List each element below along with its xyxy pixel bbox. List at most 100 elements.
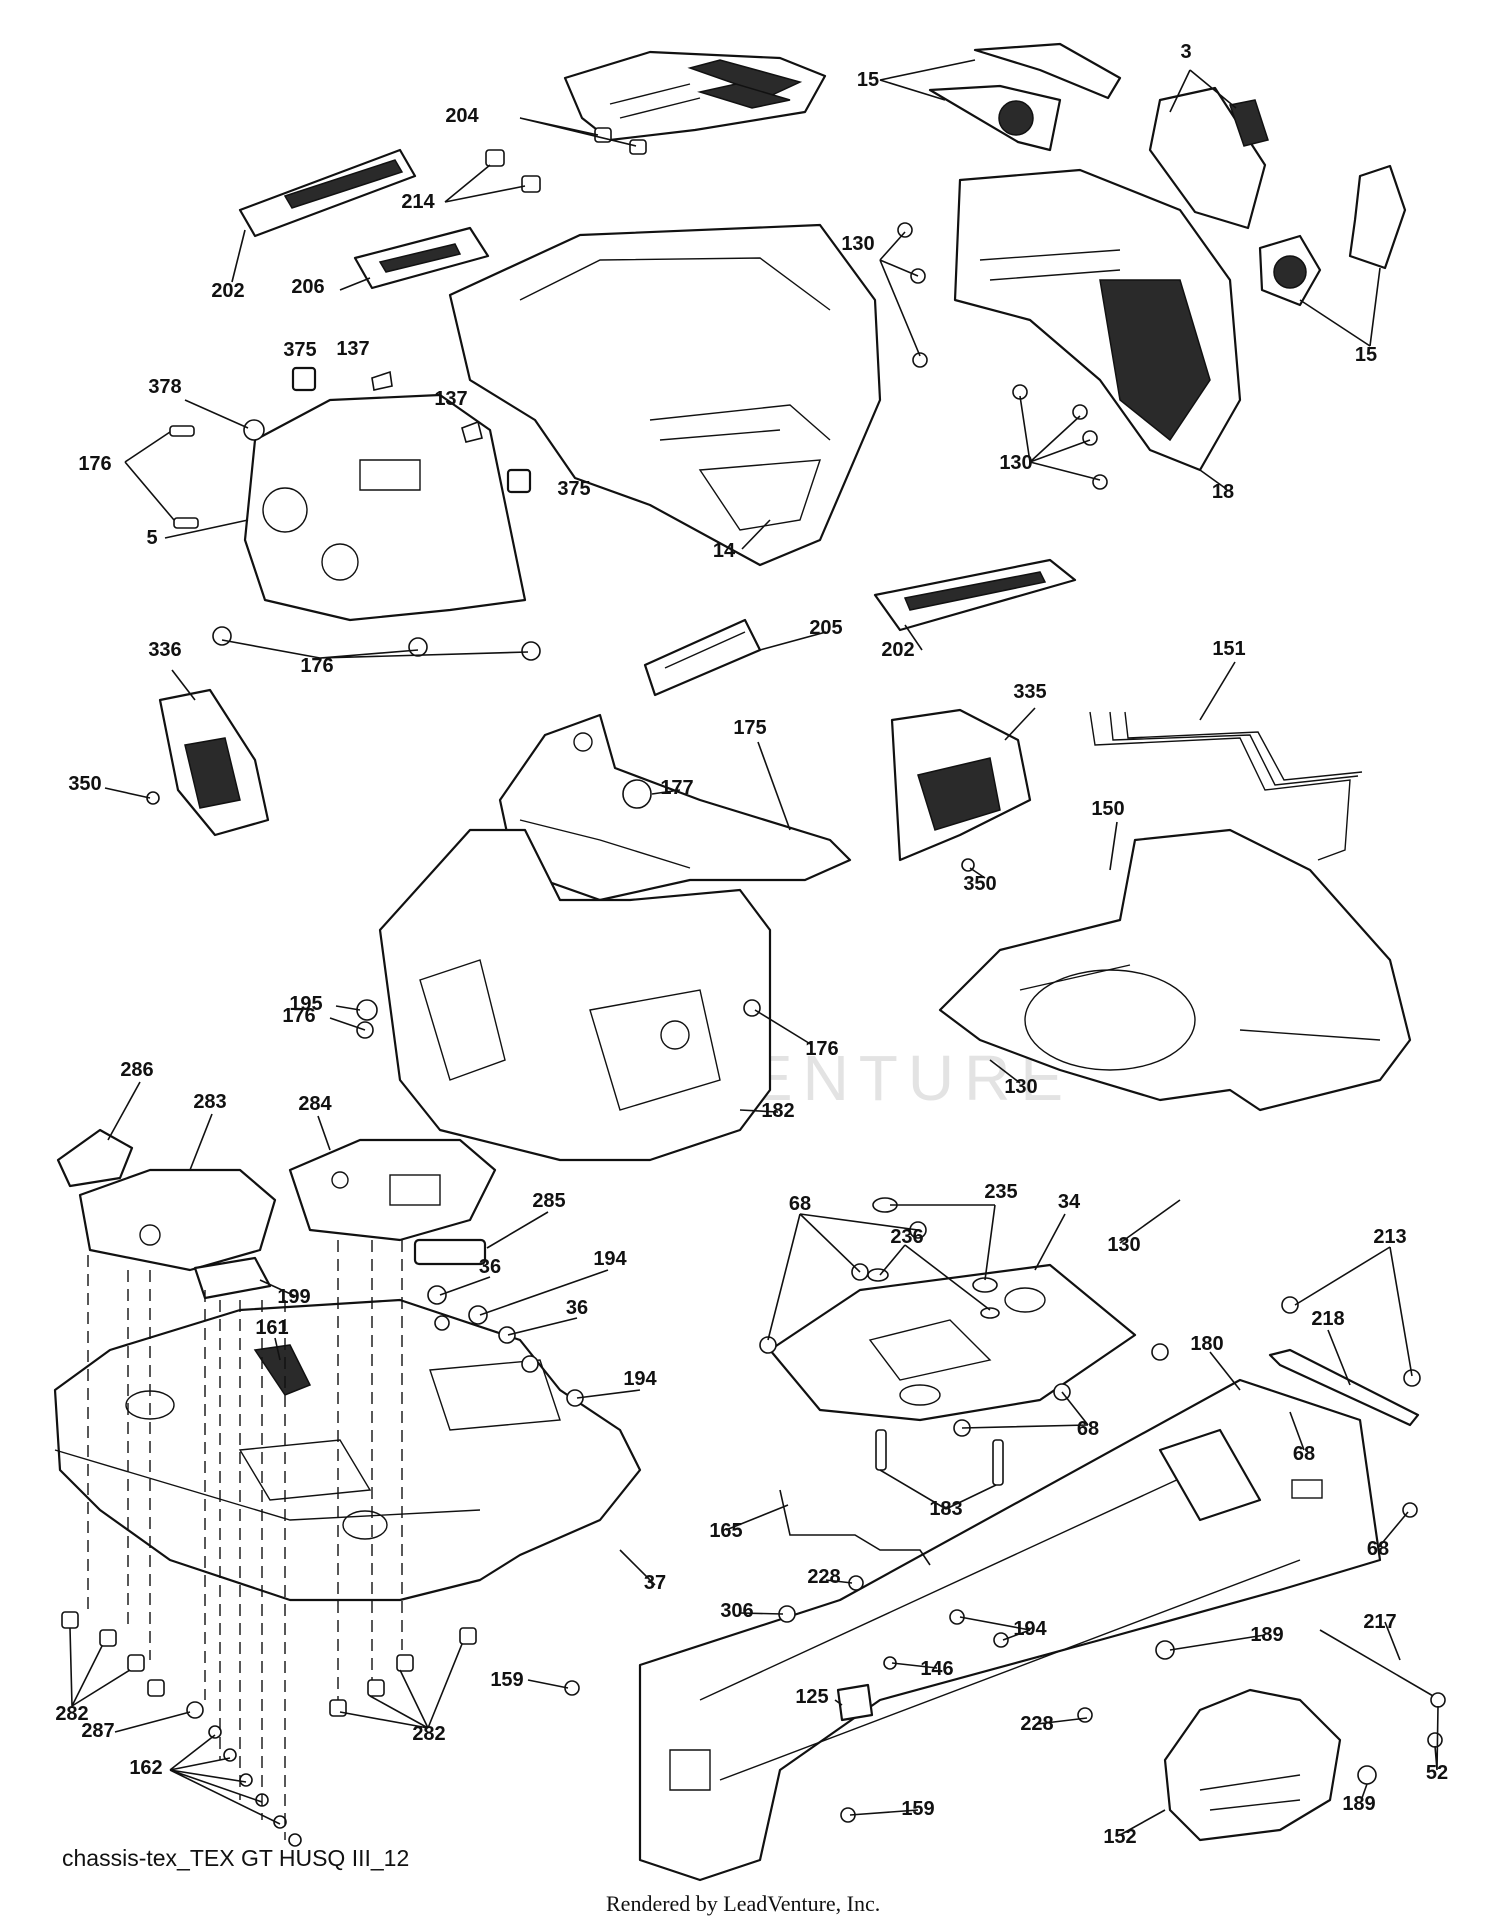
side-panel-335 bbox=[890, 708, 1032, 862]
fender-cap-283 bbox=[78, 1168, 277, 1272]
callout-52: 52 bbox=[1426, 1762, 1448, 1784]
leader-lines bbox=[69, 59, 1439, 1836]
callout-180: 180 bbox=[1190, 1333, 1223, 1355]
rod-165 bbox=[779, 1489, 931, 1566]
battery-tray-152 bbox=[1155, 1629, 1446, 1842]
fender-37 bbox=[53, 1298, 642, 1602]
callout-5: 5 bbox=[146, 527, 157, 549]
callout-15: 15 bbox=[1355, 344, 1377, 366]
callout-202: 202 bbox=[881, 639, 914, 661]
bracket-plate-175 bbox=[498, 713, 852, 902]
floor-pan-150 bbox=[938, 828, 1412, 1112]
callout-162: 162 bbox=[129, 1757, 162, 1779]
render-credit: Rendered by LeadVenture, Inc. bbox=[606, 1891, 880, 1916]
callout-202: 202 bbox=[211, 280, 244, 302]
plate-199 bbox=[193, 1256, 272, 1300]
insert-285 bbox=[413, 1238, 487, 1266]
callout-189: 189 bbox=[1342, 1793, 1375, 1815]
callout-199: 199 bbox=[277, 1286, 310, 1308]
callout-176: 176 bbox=[300, 655, 333, 677]
callout-3: 3 bbox=[1180, 41, 1191, 63]
bolts-183 bbox=[875, 1429, 1004, 1486]
side-panel-336 bbox=[158, 688, 270, 837]
callout-175: 175 bbox=[733, 717, 766, 739]
callout-204: 204 bbox=[445, 105, 479, 127]
callout-176: 176 bbox=[805, 1038, 838, 1060]
callout-183: 183 bbox=[929, 1498, 962, 1520]
clip-214 bbox=[485, 149, 541, 193]
main-frame-180 bbox=[638, 1378, 1382, 1882]
callout-282: 282 bbox=[412, 1723, 445, 1745]
headlight-lens-pair bbox=[928, 42, 1122, 152]
callout-235: 235 bbox=[984, 1181, 1017, 1203]
callout-36: 36 bbox=[566, 1297, 588, 1319]
callout-68: 68 bbox=[1367, 1538, 1389, 1560]
callout-177: 177 bbox=[660, 777, 693, 799]
side-vent-left bbox=[238, 148, 417, 238]
callout-130: 130 bbox=[1004, 1076, 1037, 1098]
callout-176: 176 bbox=[78, 453, 111, 475]
studs-36-194 bbox=[427, 1285, 584, 1407]
callout-34: 34 bbox=[1058, 1191, 1081, 1213]
callout-130: 130 bbox=[1107, 1234, 1140, 1256]
bracket-151 bbox=[1089, 711, 1363, 861]
callout-336: 336 bbox=[148, 639, 181, 661]
pad-375 bbox=[291, 366, 532, 494]
callout-194: 194 bbox=[1013, 1618, 1047, 1640]
fender-cap-284 bbox=[288, 1138, 497, 1242]
callout-130: 130 bbox=[999, 452, 1032, 474]
callout-228: 228 bbox=[807, 1566, 840, 1588]
callout-287: 287 bbox=[81, 1720, 114, 1742]
alignment-lines-left bbox=[87, 1240, 403, 1840]
grommet-378 bbox=[243, 419, 265, 441]
callout-194: 194 bbox=[593, 1248, 627, 1270]
latch-161 bbox=[253, 1344, 312, 1396]
grommets-235-236 bbox=[867, 1197, 1000, 1319]
callout-189: 189 bbox=[1250, 1624, 1283, 1646]
callout-375: 375 bbox=[283, 339, 316, 361]
screws-162-287 bbox=[186, 1701, 302, 1847]
hood-insert-206 bbox=[353, 226, 490, 290]
callout-182: 182 bbox=[761, 1100, 794, 1122]
grille-right-small bbox=[1148, 86, 1269, 230]
clip-137 bbox=[371, 370, 483, 443]
callout-176: 176 bbox=[282, 1005, 315, 1027]
callout-130: 130 bbox=[841, 233, 874, 255]
callout-213: 213 bbox=[1373, 1226, 1406, 1248]
callout-205: 205 bbox=[809, 617, 842, 639]
hood-main-14 bbox=[448, 223, 882, 567]
callout-194: 194 bbox=[623, 1368, 657, 1390]
callout-195: 195 bbox=[289, 993, 322, 1015]
callout-125: 125 bbox=[795, 1686, 828, 1708]
callout-68: 68 bbox=[1293, 1443, 1315, 1465]
knob-177 bbox=[622, 779, 652, 809]
callout-150: 150 bbox=[1091, 798, 1124, 820]
callout-228: 228 bbox=[1020, 1713, 1053, 1735]
callout-152: 152 bbox=[1103, 1826, 1136, 1848]
callout-283: 283 bbox=[193, 1091, 226, 1113]
callout-282: 282 bbox=[55, 1703, 88, 1725]
callout-14: 14 bbox=[713, 540, 736, 562]
callout-378: 378 bbox=[148, 376, 181, 398]
callout-159: 159 bbox=[490, 1669, 523, 1691]
mount-plate-34 bbox=[768, 1263, 1137, 1422]
callout-18: 18 bbox=[1212, 481, 1234, 503]
trim-205 bbox=[643, 618, 762, 697]
callout-15: 15 bbox=[857, 69, 879, 91]
callout-161: 161 bbox=[255, 1317, 288, 1339]
callout-284: 284 bbox=[298, 1093, 332, 1115]
callout-137: 137 bbox=[434, 388, 467, 410]
callout-137: 137 bbox=[336, 338, 369, 360]
diagram-caption: chassis-tex_TEX GT HUSQ III_12 bbox=[62, 1845, 409, 1871]
callout-36: 36 bbox=[479, 1256, 501, 1278]
callout-68: 68 bbox=[789, 1193, 811, 1215]
callout-37: 37 bbox=[644, 1572, 666, 1594]
cap-286 bbox=[56, 1128, 134, 1188]
callout-375: 375 bbox=[557, 478, 590, 500]
callout-159: 159 bbox=[901, 1798, 934, 1820]
callout-146: 146 bbox=[920, 1658, 953, 1680]
clips-282 bbox=[61, 1611, 477, 1717]
hood-top-vent bbox=[563, 50, 827, 155]
